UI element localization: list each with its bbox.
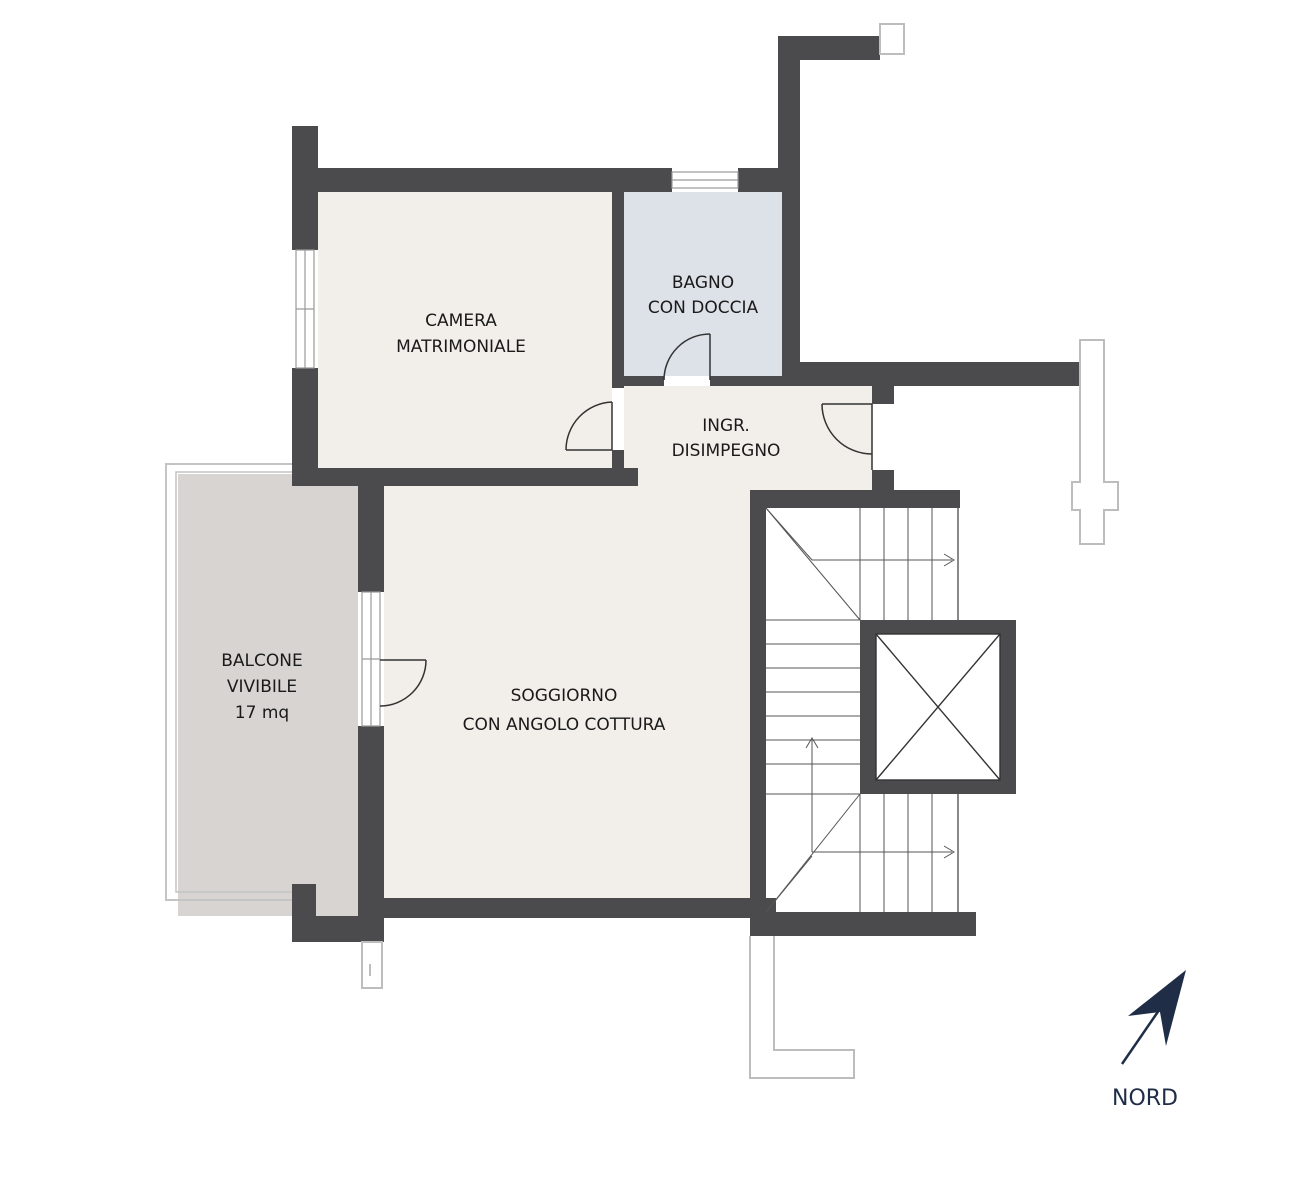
bagno-label-1: BAGNO [672, 273, 734, 293]
soggiorno-label-1: SOGGIORNO [511, 686, 618, 706]
elevator-shaft [875, 633, 1001, 781]
compass-label: NORD [1112, 1086, 1178, 1111]
floor-bagno [624, 192, 782, 376]
balcony-outline-inner [175, 471, 292, 893]
camera-label-1: CAMERA [425, 311, 497, 331]
doors [379, 333, 873, 707]
floor-camera [318, 192, 612, 468]
floor-balcone [178, 474, 358, 916]
bagno-label-2: CON DOCCIA [648, 298, 759, 318]
ingresso-label-1: INGR. [702, 416, 750, 436]
room-labels: CAMERA MATRIMONIALE BAGNO CON DOCCIA ING… [221, 273, 780, 735]
floors [178, 192, 872, 916]
staircase [765, 507, 959, 913]
balcone-label-3: 17 mq [235, 703, 289, 723]
soggiorno-label-2: CON ANGOLO COTTURA [463, 715, 666, 735]
balcone-label-2: VIVIBILE [227, 677, 297, 697]
compass: NORD [1112, 970, 1186, 1111]
floor-soggiorno [384, 468, 750, 900]
balcony-outline [165, 463, 292, 901]
walls [292, 36, 1080, 942]
ingresso-label-2: DISIMPEGNO [672, 441, 781, 461]
north-arrow-icon [1120, 970, 1186, 1065]
balcone-label-1: BALCONE [221, 651, 302, 671]
camera-label-2: MATRIMONIALE [396, 337, 526, 357]
windows [295, 171, 739, 727]
